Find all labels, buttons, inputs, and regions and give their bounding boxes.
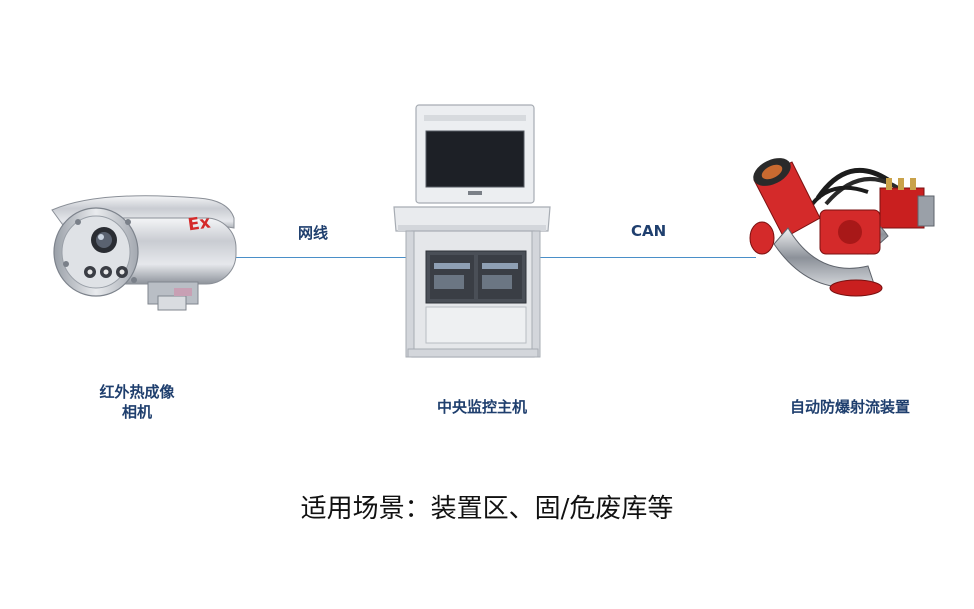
- link-label-can: CAN: [631, 222, 667, 240]
- host-caption: 中央监控主机: [436, 398, 527, 416]
- application-scenario-text: 适用场景：装置区、固/危废库等: [300, 494, 674, 524]
- link-line-network: [236, 257, 414, 258]
- thermal-camera-image: [51, 195, 237, 311]
- ex-badge: Ex: [186, 212, 212, 236]
- link-label-network: 网线: [298, 224, 329, 242]
- fire-monitor-image: [749, 158, 935, 297]
- camera-caption: 红外热成像 相机: [62, 382, 212, 422]
- camera-caption-line1: 红外热成像: [99, 383, 175, 401]
- link-line-can: [538, 257, 756, 258]
- camera-caption-line2: 相机: [121, 403, 152, 421]
- central-host-image: [393, 104, 551, 358]
- cannon-caption: 自动防爆射流装置: [789, 398, 910, 416]
